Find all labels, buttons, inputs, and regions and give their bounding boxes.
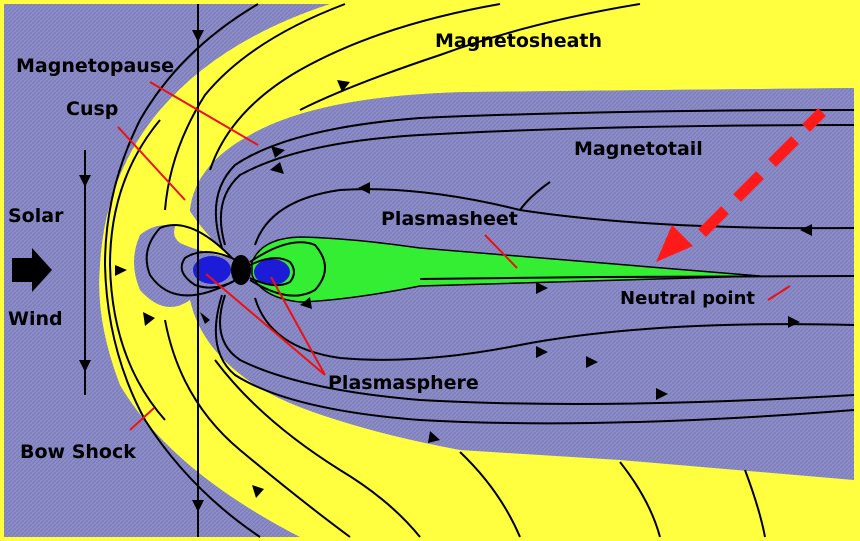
highlight-dashed-arrow	[698, 108, 826, 237]
magnetopause-label: Magnetopause	[16, 55, 174, 77]
neutral-point-label: Neutral point	[620, 288, 755, 309]
wind-label: Wind	[8, 308, 63, 330]
magnetosheath-region	[99, 4, 854, 537]
magnetosheath-label: Magnetosheath	[435, 30, 602, 52]
plasmasphere-label: Plasmasphere	[328, 372, 479, 394]
pointer-lines	[117, 81, 791, 431]
solar-label: Solar	[8, 205, 64, 227]
magnetotail-label: Magnetotail	[574, 138, 703, 160]
plasmasheet-label: Plasmasheet	[381, 208, 518, 230]
solar-wind-arrow	[12, 248, 52, 292]
plasmasphere-left-lobe	[193, 256, 231, 284]
earth	[231, 255, 251, 285]
highlight-arrowhead	[656, 225, 693, 262]
bow-shock-label: Bow Shock	[20, 441, 136, 463]
field-line-arrowheads	[79, 30, 812, 512]
plasmasheet-region	[251, 236, 761, 303]
cusp-label: Cusp	[66, 98, 118, 120]
plasmasphere-right-lobe	[254, 259, 290, 285]
